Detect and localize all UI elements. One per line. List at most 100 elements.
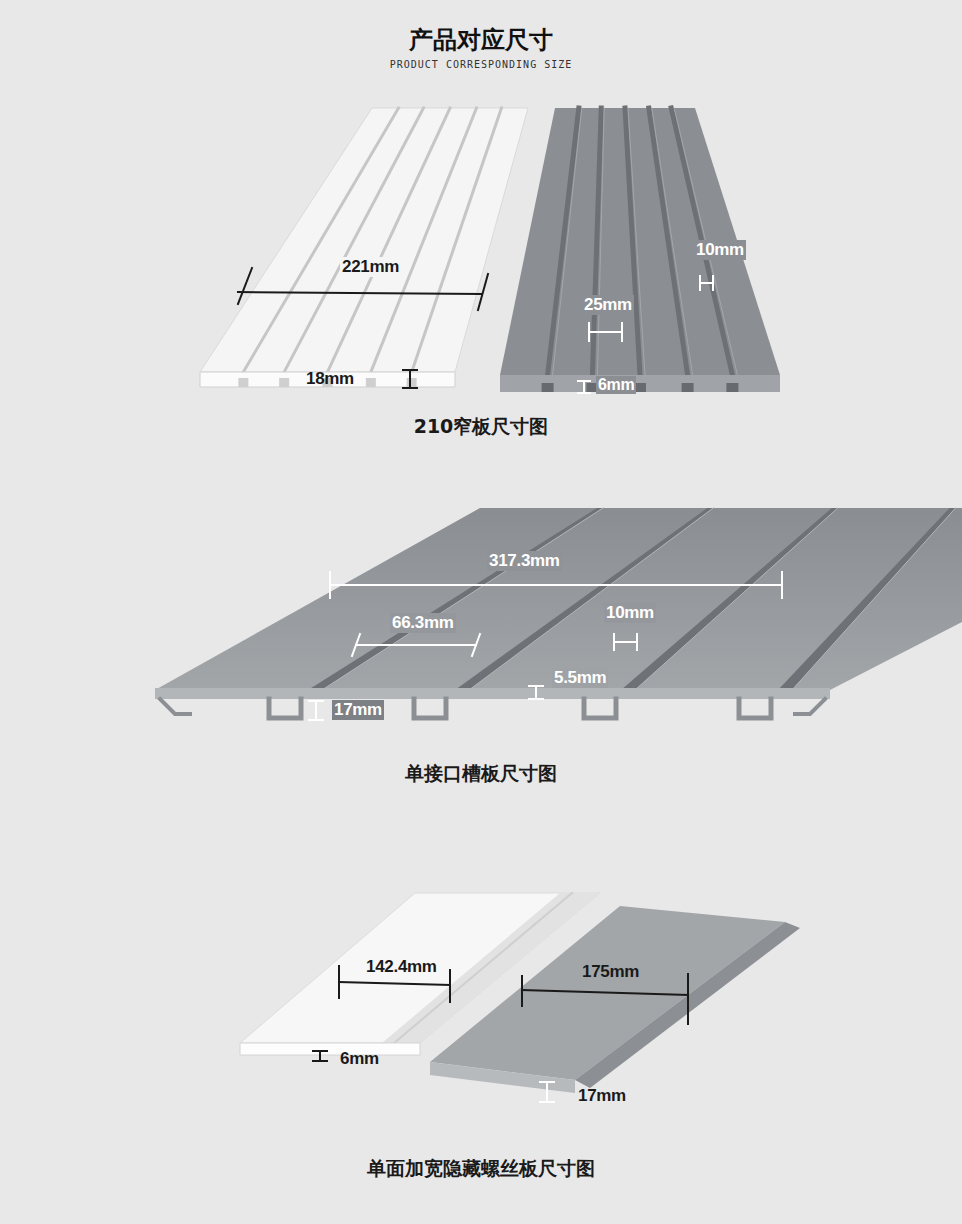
dimension-tick [403,369,417,371]
dimension-tick [238,268,252,304]
profile-channel [269,699,301,718]
board-groove [592,108,601,375]
profile-notch [726,383,738,392]
dimension-line [356,644,476,646]
white-board-face [200,108,528,372]
dimension-tick [613,634,615,650]
dimension-label: 10mm [694,240,746,260]
groove-edge [469,508,713,690]
figure-caption: 210窄板尺寸图 [0,414,962,440]
dimension-tick [781,572,783,598]
profile-channel [584,699,616,718]
profile-channel [414,699,446,718]
dimension-tick [403,387,417,389]
dimension-tick [529,698,543,700]
dimension-tick [309,700,323,702]
profile-notch [542,383,554,392]
profile-channel [739,699,771,718]
dimension-tick [687,974,689,1024]
slot-board-face [155,508,962,690]
dimension-label: 17mm [332,700,384,720]
dimension-tick [588,323,590,341]
dimension-line [339,982,450,985]
groove-edge [322,508,603,690]
dimension-tick [521,976,523,1006]
dimension-line [535,686,537,699]
dimension-line [583,381,585,393]
dimension-label: 6mm [596,376,636,394]
gray-board-face [430,906,785,1080]
board-groove [243,108,398,372]
board-end-profile [240,1043,420,1055]
profile-notch [279,378,289,387]
board-groove [328,108,451,372]
dimension-line [546,1082,548,1102]
dimension-tick [540,1081,554,1083]
dimension-tick [636,634,638,650]
dimension-label: 142.4mm [364,957,439,977]
board-groove [548,108,579,375]
dimension-tick [313,1060,327,1062]
figure-caption: 单接口槽板尺寸图 [0,761,962,787]
dimension-label: 25mm [582,295,634,315]
profile-notch [682,383,694,392]
gray-board-face [500,108,780,375]
dimension-line [522,990,688,995]
dimension-label: 6mm [340,1049,379,1069]
profile-hook [160,699,190,714]
board-end-profile [155,688,830,699]
board-end-profile [430,1062,575,1093]
dimension-tick [712,276,714,290]
dimension-line [614,641,637,643]
dimension-tick [529,685,543,687]
dimension-tick [699,276,701,290]
dimension-tick [313,1050,327,1052]
groove-edge [792,508,956,690]
board-groove [412,108,502,372]
dimension-label: 221mm [340,257,401,277]
dimension-tick [309,719,323,721]
board-groove [778,508,956,690]
groove-edge [628,108,645,375]
dimension-tick [578,392,590,394]
dimension-label: 10mm [604,603,656,623]
board-groove [308,508,603,690]
groove-edge [553,108,582,375]
dimension-tick [338,966,340,998]
profile-notch [407,378,417,387]
dimension-tick [478,274,488,310]
dimension-label: 175mm [580,962,641,982]
dimension-tick [449,970,451,1002]
board-groove [625,108,640,375]
dimension-label: 18mm [306,369,354,389]
figure-caption: 单面加宽隐藏螺丝板尺寸图 [0,1156,962,1182]
board-groove [455,508,713,690]
board-groove [284,108,423,372]
dimension-line [409,370,411,388]
dimension-label: 66.3mm [390,613,456,633]
subtitle: PRODUCT CORRESPONDING SIZE [0,59,962,70]
page-title: 产品对应尺寸 [0,24,962,56]
groove-edge [597,108,604,375]
board-end-profile [500,375,780,392]
profile-notch [366,378,376,387]
dimension-label: 317.3mm [487,551,562,571]
dimension-tick [329,572,331,598]
board-tongue [575,922,800,1088]
dimension-tick [540,1101,554,1103]
dimension-line [700,282,713,284]
dimension-line [315,701,317,720]
groove-edge [652,108,693,375]
dimension-tick [621,323,623,341]
dimension-tick [472,634,480,656]
dimension-label: 17mm [578,1086,626,1106]
profile-notch [238,378,248,387]
dimension-line [589,331,622,333]
dimension-tick [352,634,360,656]
dimension-line [319,1051,321,1061]
dimension-tick [578,380,590,382]
dimension-label: 5.5mm [552,668,608,688]
profile-hook [795,699,825,714]
